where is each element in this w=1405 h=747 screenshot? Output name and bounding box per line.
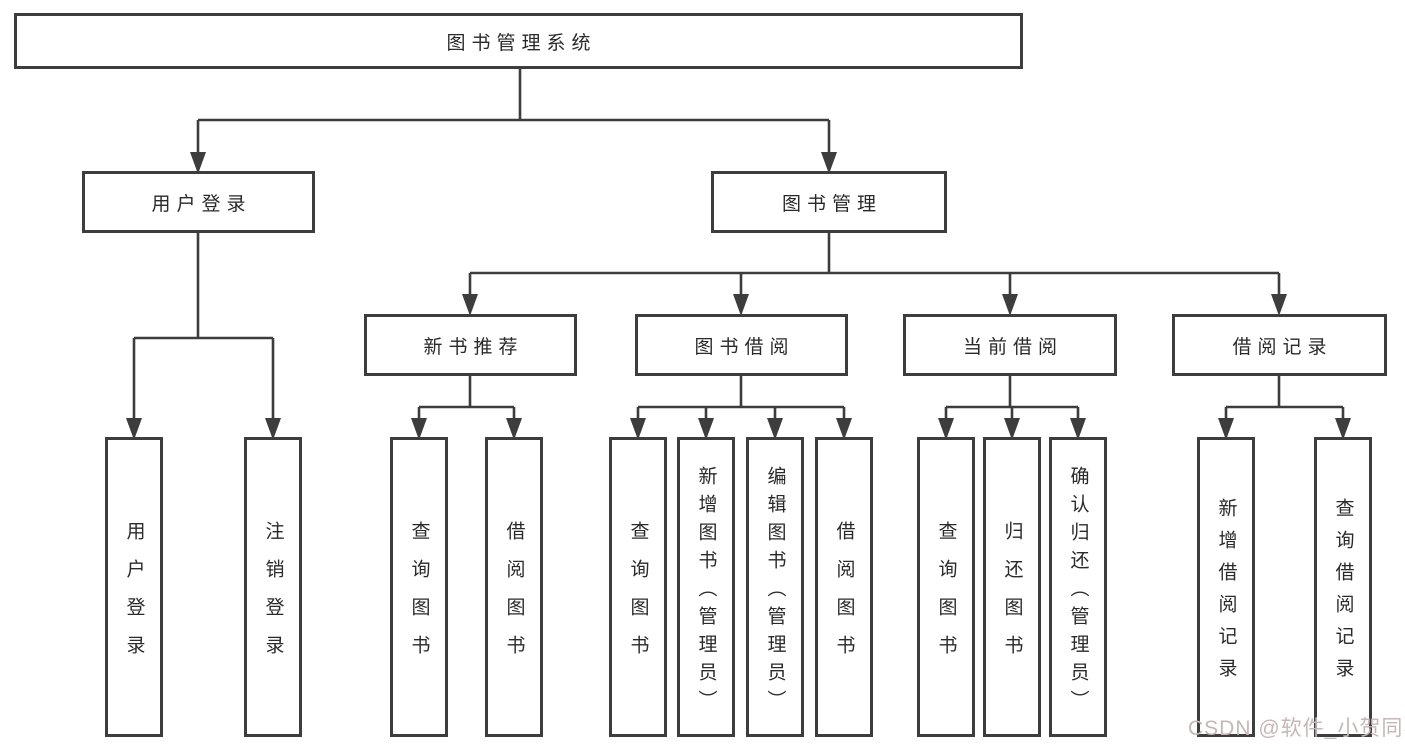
leaf-logout: 注销登录 bbox=[244, 437, 302, 737]
arrow-down-icon bbox=[411, 418, 427, 440]
arrow-down-icon bbox=[506, 418, 522, 440]
arrow-down-icon bbox=[698, 418, 714, 440]
leaf-current-return-books: 归还图书 bbox=[983, 437, 1041, 737]
node-user-login: 用户登录 bbox=[82, 171, 315, 233]
node-library-system: 图书管理系统 bbox=[14, 13, 1023, 69]
node-borrow-records: 借阅记录 bbox=[1172, 314, 1387, 376]
leaf-newbook-borrow-books-label: 借阅图书 bbox=[503, 520, 525, 673]
arrow-down-icon bbox=[190, 152, 206, 174]
arrow-down-icon bbox=[1004, 418, 1020, 440]
leaf-records-add-record: 新增借阅记录 bbox=[1197, 437, 1255, 737]
node-new-book-recommend-label: 新书推荐 bbox=[423, 336, 524, 358]
leaf-borrow-edit-books-admin-label: 编辑图书（管理员） bbox=[764, 465, 786, 718]
csdn-watermark: CSDN @软件_小贺同学 bbox=[1188, 717, 1405, 740]
leaf-newbook-borrow-books: 借阅图书 bbox=[485, 437, 543, 737]
leaf-borrow-query-books: 查询图书 bbox=[609, 437, 667, 737]
leaf-records-add-record-label: 新增借阅记录 bbox=[1215, 497, 1237, 690]
node-new-book-recommend: 新书推荐 bbox=[364, 314, 577, 376]
leaf-borrow-add-books-admin-label: 新增图书（管理员） bbox=[695, 465, 717, 718]
leaf-current-confirm-return-admin-label: 确认归还（管理员） bbox=[1067, 465, 1089, 718]
node-book-borrow-label: 图书借阅 bbox=[694, 336, 795, 358]
leaf-user-login: 用户登录 bbox=[105, 437, 163, 737]
arrow-down-icon bbox=[1002, 294, 1018, 316]
leaf-current-return-books-label: 归还图书 bbox=[1001, 520, 1023, 673]
node-book-management-label: 图书管理 bbox=[781, 193, 882, 215]
arrow-down-icon bbox=[1335, 418, 1351, 440]
leaf-borrow-add-books-admin: 新增图书（管理员） bbox=[677, 437, 735, 737]
node-current-borrow: 当前借阅 bbox=[903, 314, 1117, 376]
arrow-down-icon bbox=[1271, 294, 1287, 316]
leaf-borrow-borrow-books: 借阅图书 bbox=[815, 437, 873, 737]
leaf-current-confirm-return-admin: 确认归还（管理员） bbox=[1049, 437, 1107, 737]
node-current-borrow-label: 当前借阅 bbox=[962, 336, 1063, 358]
arrow-down-icon bbox=[630, 418, 646, 440]
leaf-borrow-query-books-label: 查询图书 bbox=[627, 520, 649, 673]
leaf-newbook-query-books: 查询图书 bbox=[390, 437, 448, 737]
node-library-system-label: 图书管理系统 bbox=[446, 32, 597, 54]
leaf-user-login-label: 用户登录 bbox=[123, 520, 145, 673]
arrow-down-icon bbox=[462, 294, 478, 316]
leaf-current-query-books: 查询图书 bbox=[917, 437, 975, 737]
arrow-down-icon bbox=[821, 152, 837, 174]
leaf-logout-label: 注销登录 bbox=[262, 520, 284, 673]
arrow-down-icon bbox=[836, 418, 852, 440]
leaf-newbook-query-books-label: 查询图书 bbox=[408, 520, 430, 673]
leaf-current-query-books-label: 查询图书 bbox=[935, 520, 957, 673]
node-user-login-label: 用户登录 bbox=[151, 193, 252, 215]
node-book-management: 图书管理 bbox=[711, 171, 947, 233]
arrow-down-icon bbox=[1070, 418, 1086, 440]
arrow-down-icon bbox=[938, 418, 954, 440]
arrow-down-icon bbox=[1218, 418, 1234, 440]
node-book-borrow: 图书借阅 bbox=[635, 314, 848, 376]
leaf-records-query-record-label: 查询借阅记录 bbox=[1332, 497, 1354, 690]
node-borrow-records-label: 借阅记录 bbox=[1232, 336, 1333, 358]
leaf-records-query-record: 查询借阅记录 bbox=[1314, 437, 1372, 737]
arrow-down-icon bbox=[126, 418, 142, 440]
arrow-down-icon bbox=[733, 294, 749, 316]
leaf-borrow-edit-books-admin: 编辑图书（管理员） bbox=[746, 437, 804, 737]
arrow-down-icon bbox=[767, 418, 783, 440]
arrow-down-icon bbox=[265, 418, 281, 440]
leaf-borrow-borrow-books-label: 借阅图书 bbox=[833, 520, 855, 673]
